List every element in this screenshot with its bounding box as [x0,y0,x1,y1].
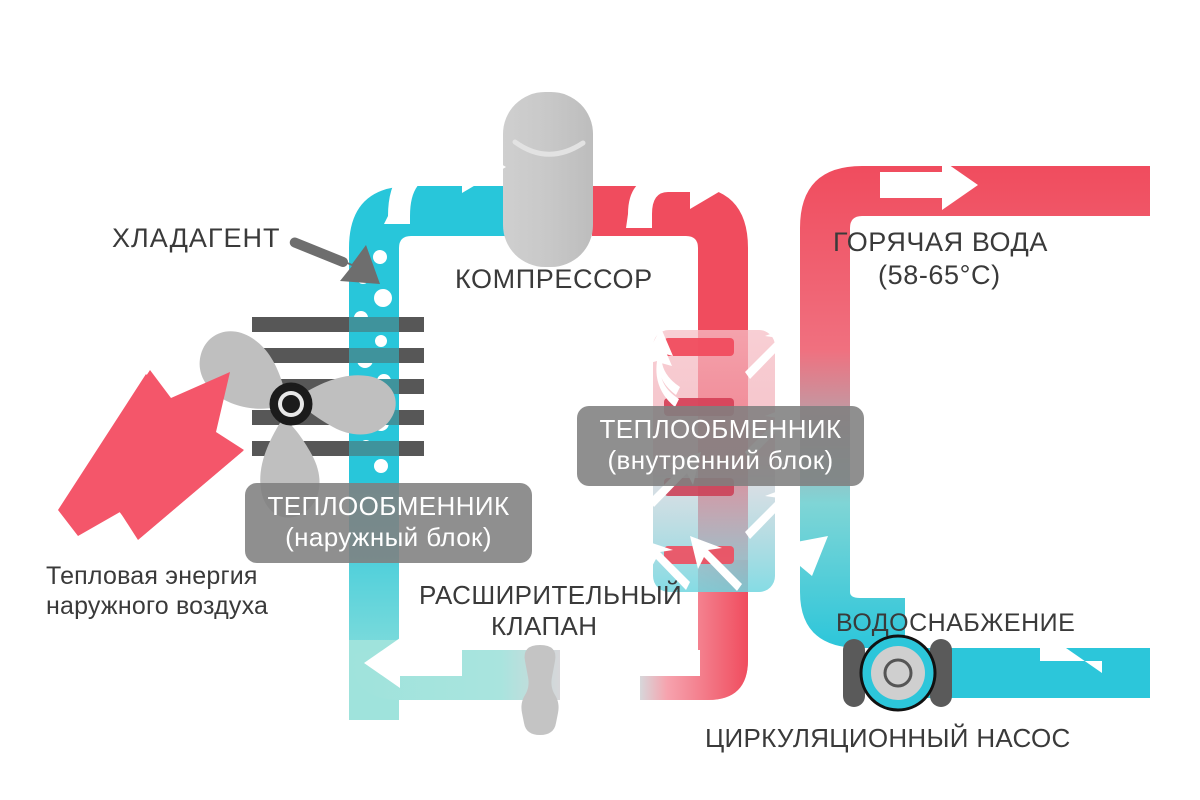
circulation-pump-body [843,634,952,712]
tag-outdoor-unit-line2: (наружный блок) [285,522,492,553]
label-water-supply: ВОДОСНАБЖЕНИЕ [836,609,1076,637]
label-compressor: КОМПРЕССОР [455,264,653,294]
outdoor-air-arrow [58,370,244,540]
tag-indoor-unit-line2: (внутренний блок) [607,445,834,476]
label-outdoor-air-line2: наружного воздуха [46,592,269,620]
label-expansion-valve-line1: РАСШИРИТЕЛЬНЫЙ [419,580,683,610]
compressor-body [503,92,593,267]
label-expansion-valve-line2: КЛАПАН [491,611,598,641]
tag-indoor-unit-line1: ТЕПЛООБМЕННИК [599,414,842,444]
label-refrigerant: ХЛАДАГЕНТ [112,223,281,253]
tag-outdoor-unit-line1: ТЕПЛООБМЕННИК [267,491,510,521]
label-hot-water-line1: ГОРЯЧАЯ ВОДА [833,227,1049,257]
flow-arrows [364,141,1102,688]
tag-indoor-unit: ТЕПЛООБМЕННИК (внутренний блок) [577,406,864,487]
expansion-valve-body [521,645,559,735]
tag-outdoor-unit: ТЕПЛООБМЕННИК (наружный блок) [245,483,532,564]
label-outdoor-air-line1: Тепловая энергия [46,562,258,590]
label-circulation-pump: ЦИРКУЛЯЦИОННЫЙ НАСОС [705,723,1071,753]
refrigerant-pointer-arrow [289,237,380,284]
label-hot-water-line2: (58-65°C) [878,260,1001,290]
